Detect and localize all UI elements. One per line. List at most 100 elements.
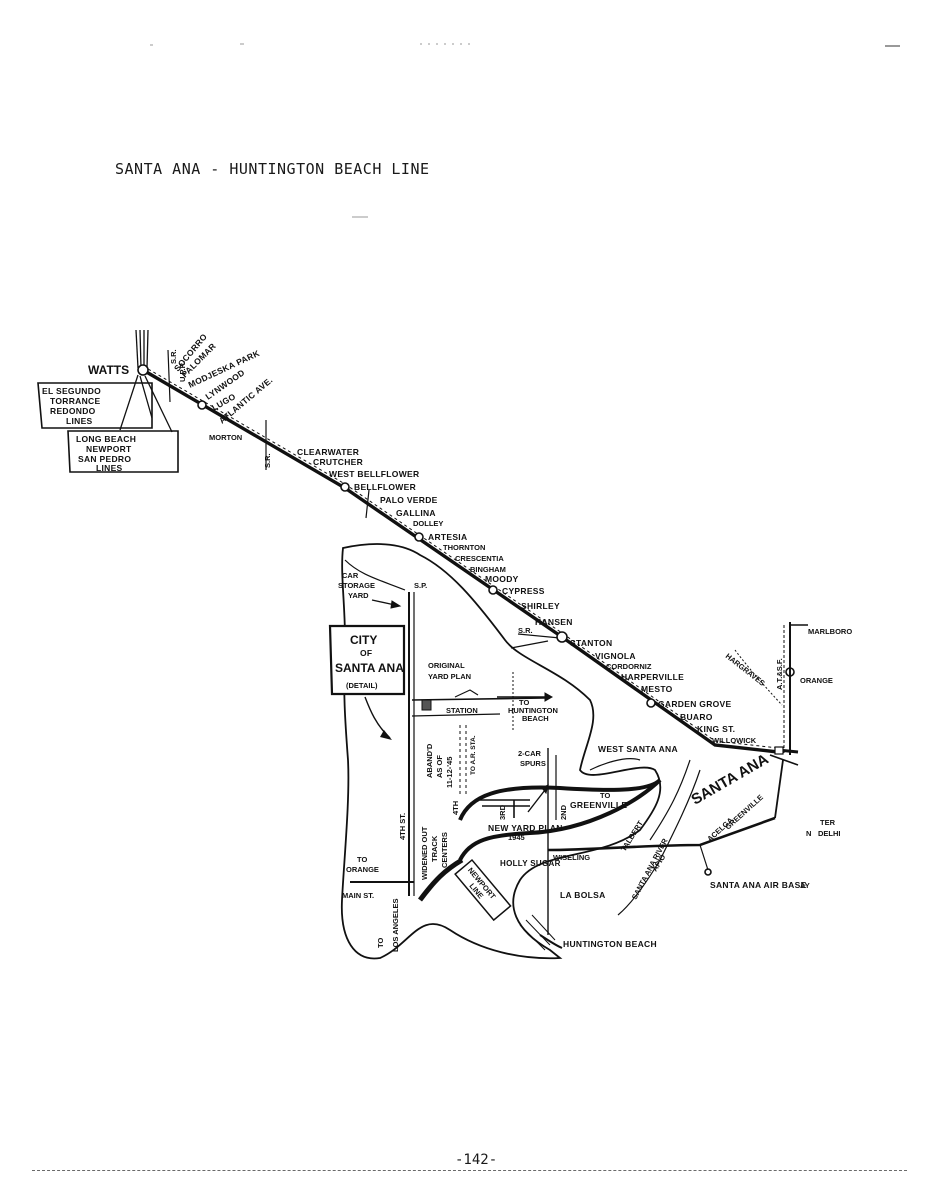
label-fragment-ter: TER — [820, 818, 836, 827]
to-orange-line-1: TO — [357, 855, 367, 864]
label-bingham: BINGHAM — [470, 565, 506, 574]
page-number: -142- — [455, 1152, 498, 1168]
label-main-st: MAIN ST. — [342, 891, 374, 900]
box-long-beach-line-2: NEWPORT — [86, 444, 132, 454]
label-cypress: CYPRESS — [502, 586, 545, 596]
watts-station-marker — [137, 364, 149, 376]
box-el-segundo-line-3: REDONDO — [50, 406, 96, 416]
car-storage-line-3: YARD — [348, 591, 369, 600]
bellflower-station-marker — [340, 482, 350, 492]
label-stanton: STANTON — [570, 638, 612, 648]
label-fourth: 4TH — [451, 801, 460, 815]
crossing-lines — [167, 349, 561, 649]
label-willowick: WILLOWICK — [712, 736, 757, 745]
label-wiseling: WISELING — [553, 853, 590, 862]
to-hb-line-3: BEACH — [522, 714, 549, 723]
label-hargraves: HARGRAVES — [724, 651, 767, 687]
label-station: STATION — [446, 706, 478, 715]
original-yard-line-1: ORIGINAL — [428, 661, 465, 670]
label-west-santa-ana: WEST SANTA ANA — [598, 744, 678, 754]
santa-ana-detail-outline — [341, 543, 662, 960]
new-yard-line-2: 1945 — [508, 833, 525, 842]
car-storage-line-2: STORAGE — [338, 581, 375, 590]
label-holly-sugar: HOLLY SUGAR — [500, 859, 561, 868]
northeast-labels: MARLBORO HARGRAVES ORANGE A.T.&S.F. — [724, 627, 853, 690]
label-santa-ana-air-base: SANTA ANA AIR BASE — [710, 880, 807, 890]
city-box-line-4: (DETAIL) — [346, 681, 378, 690]
label-dolley: DOLLEY — [413, 519, 443, 528]
widened-line-1: WIDENED OUT — [420, 826, 429, 880]
detail-labels: CAR STORAGE YARD S.P. ORIGINAL YARD PLAN… — [338, 571, 627, 952]
label-fragment-ay: AY — [800, 881, 810, 890]
label-fragment-n: N — [806, 829, 811, 838]
city-box-line-2: OF — [360, 648, 372, 658]
abandoned-line-3: 11-12-'45 — [445, 757, 454, 788]
label-bellflower: BELLFLOWER — [354, 482, 416, 492]
huntington-beach-branch — [418, 759, 784, 951]
cypress-station-marker — [488, 585, 498, 595]
new-yard-tracks — [458, 748, 662, 935]
label-palo-verde: PALO VERDE — [380, 495, 438, 505]
label-cordorniz: CORDORNIZ — [606, 662, 652, 671]
city-box-line-3: SANTA ANA — [335, 661, 404, 675]
label-sr-3: S.R. — [518, 626, 533, 635]
box-el-segundo-line-4: LINES — [66, 416, 93, 426]
stanton-station-marker — [556, 631, 568, 643]
widened-line-3: CENTERS — [440, 832, 449, 868]
garden-grove-station-marker — [646, 698, 656, 708]
to-la-line-2: LOS ANGELES — [391, 899, 400, 952]
label-upr: U.P.R. — [178, 361, 187, 382]
label-la-bolsa: LA BOLSA — [560, 890, 606, 900]
new-yard-line-1: NEW YARD PLAN — [488, 823, 563, 833]
label-morton: MORTON — [209, 433, 242, 442]
car-storage-line-1: CAR — [342, 571, 359, 580]
to-greenville-line-2: GREENVILLE — [570, 800, 627, 810]
label-crescentia: CRESCENTIA — [455, 554, 504, 563]
artesia-station-marker — [414, 532, 424, 542]
page-title: SANTA ANA - HUNTINGTON BEACH LINE — [115, 160, 430, 178]
box-long-beach-line-1: LONG BEACH — [76, 434, 136, 444]
lynwood-station-marker — [197, 400, 207, 410]
label-sr-1: S.R. — [169, 349, 178, 364]
abandoned-line-1: ABAND'D — [425, 743, 434, 778]
original-yard-line-2: YARD PLAN — [428, 672, 471, 681]
fourth-street-tracks — [350, 592, 554, 896]
label-artesia: ARTESIA — [428, 532, 467, 542]
watts-junction — [119, 329, 173, 433]
spurs-line-2: SPURS — [520, 759, 546, 768]
label-to-ar-sta: TO A.R. STA. — [470, 735, 477, 775]
city-box-line-1: CITY — [350, 633, 377, 647]
scan-specks — [150, 43, 900, 218]
label-sr-2: S.R. — [263, 453, 272, 468]
box-long-beach-line-3: SAN PEDRO — [78, 454, 131, 464]
spurs-line-1: 2-CAR — [518, 749, 542, 758]
long-beach-box: LONG BEACH NEWPORT SAN PEDRO LINES — [67, 430, 179, 473]
label-greenville: GREENVILLE — [723, 793, 765, 832]
label-watts: WATTS — [88, 363, 129, 377]
label-buaro: BUARO — [680, 712, 713, 722]
label-thornton: THORNTON — [443, 543, 485, 552]
label-vignola: VIGNOLA — [595, 651, 636, 661]
to-hb-line-1: TO — [519, 698, 529, 707]
label-crutcher: CRUTCHER — [313, 457, 363, 467]
city-santa-ana-box: CITY OF SANTA ANA (DETAIL) — [328, 624, 406, 740]
to-la-line-1: TO — [376, 938, 385, 948]
label-mesto: MESTO — [641, 684, 673, 694]
label-sp: S.P. — [414, 581, 427, 590]
to-orange-line-2: ORANGE — [346, 865, 379, 874]
box-el-segundo-line-2: TORRANCE — [50, 396, 100, 406]
footer-rule — [32, 1170, 907, 1171]
northeast-lines — [734, 622, 808, 766]
label-garden-grove: GARDEN GROVE — [658, 699, 732, 709]
label-third: 3RD — [498, 804, 507, 820]
to-hb-line-2: HUNTINGTON — [508, 706, 558, 715]
label-huntington-beach: HUNTINGTON BEACH — [563, 939, 657, 949]
abandoned-line-2: AS OF — [435, 755, 444, 778]
el-segundo-box: EL SEGUNDO TORRANCE REDONDO LINES — [37, 382, 153, 429]
newport-line-box: NEWPORT LINE — [454, 858, 512, 922]
label-moody: MOODY — [485, 574, 519, 584]
box-long-beach-line-4: LINES — [96, 463, 123, 473]
label-orange: ORANGE — [800, 676, 833, 685]
label-gallina: GALLINA — [396, 508, 436, 518]
